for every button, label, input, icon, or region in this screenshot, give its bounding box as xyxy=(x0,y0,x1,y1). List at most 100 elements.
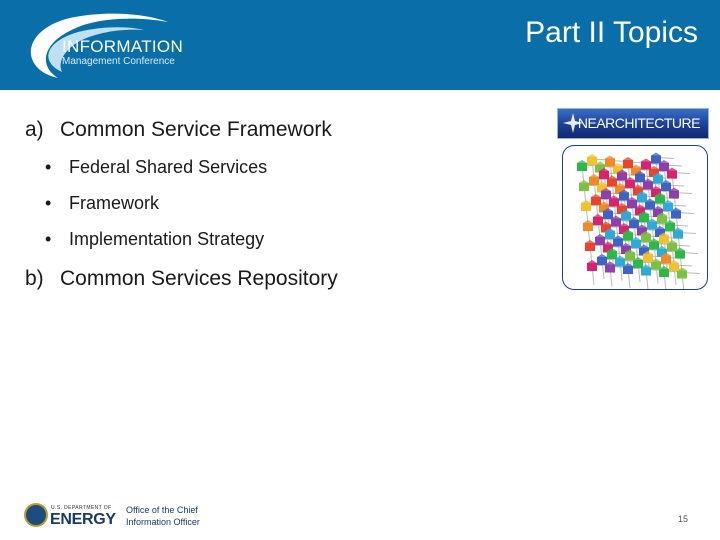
cube-node xyxy=(659,232,669,244)
cube-node xyxy=(675,247,685,259)
bullet-label: Implementation Strategy xyxy=(69,229,265,249)
cube-node xyxy=(583,220,593,231)
cube-node xyxy=(653,206,663,217)
architecture-banner: NEARCHITECTURE xyxy=(557,108,709,139)
cube-node xyxy=(587,154,597,165)
architecture-banner-text: NEARCHITECTURE xyxy=(577,115,701,131)
cube-node xyxy=(645,198,655,210)
cube-node xyxy=(621,243,631,254)
cube-node xyxy=(581,200,591,211)
cube-node xyxy=(607,175,617,187)
cube-node xyxy=(615,183,625,194)
slide-title: Part II Topics xyxy=(525,16,698,49)
logo-main-text: INFORMATION xyxy=(62,37,184,56)
bullet-item: •Implementation Strategy xyxy=(45,229,264,250)
cube-node xyxy=(609,195,619,207)
cube-node xyxy=(623,229,633,241)
cube-node xyxy=(643,178,653,190)
cube-network-image xyxy=(562,145,708,290)
section-a: a) Common Service Framework xyxy=(25,118,332,142)
cube-node xyxy=(639,211,649,222)
cube-node xyxy=(633,257,643,268)
page-number: 15 xyxy=(678,514,689,524)
cube-node xyxy=(651,186,661,197)
cube-node xyxy=(595,234,605,245)
cube-node xyxy=(661,252,671,264)
cube-node xyxy=(603,241,613,253)
cube-node xyxy=(647,218,657,230)
header-bar: INFORMATION Management Conference Part I… xyxy=(0,0,720,90)
cube-node xyxy=(617,203,627,214)
cube-node xyxy=(659,266,669,277)
cube-node xyxy=(587,260,597,271)
cube-node xyxy=(633,184,643,196)
cube-node xyxy=(585,240,595,251)
logo-sub-text: Management Conference xyxy=(62,56,175,67)
conference-logo: INFORMATION Management Conference xyxy=(18,8,198,82)
cube-node xyxy=(625,249,635,261)
cube-node xyxy=(623,263,633,274)
doe-small-text: U.S. DEPARTMENT OF xyxy=(51,505,112,511)
cube-node xyxy=(629,217,639,228)
bullet-item: •Framework xyxy=(45,193,159,214)
cube-node xyxy=(655,226,665,237)
cube-node xyxy=(601,221,611,233)
cio-line-1: Office of the Chief xyxy=(126,505,198,515)
cube-node xyxy=(635,204,645,216)
cube-node xyxy=(605,155,615,167)
cube-node xyxy=(641,158,651,170)
cube-node xyxy=(613,235,623,247)
bullet-item: •Federal Shared Services xyxy=(45,157,267,178)
cube-node xyxy=(677,267,687,279)
cube-node xyxy=(663,200,673,211)
bullet-label: Framework xyxy=(69,193,160,213)
cube-node xyxy=(577,160,587,171)
cube-node xyxy=(603,208,613,219)
cube-node xyxy=(619,189,629,201)
cube-node xyxy=(651,152,661,164)
cube-node xyxy=(619,223,629,234)
cube-node xyxy=(627,197,637,208)
cube-node xyxy=(649,238,659,250)
cube-node xyxy=(579,180,589,191)
section-a-label: Common Service Framework xyxy=(60,118,332,141)
cube-node xyxy=(601,188,611,199)
cube-node xyxy=(649,166,659,177)
cube-node xyxy=(589,174,599,185)
cube-node xyxy=(673,227,683,239)
cube-node xyxy=(655,192,665,204)
cube-node xyxy=(591,194,601,205)
starburst-icon xyxy=(563,113,583,133)
cube-node xyxy=(667,240,677,251)
cube-node xyxy=(637,224,647,236)
cube-node xyxy=(597,181,607,193)
cube-node xyxy=(599,201,609,213)
cube-node xyxy=(657,212,667,224)
cube-node xyxy=(659,160,669,171)
cube-node xyxy=(641,264,651,276)
cube-node xyxy=(643,251,653,262)
cube-node xyxy=(599,168,609,179)
section-a-marker: a) xyxy=(25,118,44,141)
cube-node xyxy=(671,207,681,219)
cube-node xyxy=(637,191,647,202)
cube-node xyxy=(657,246,667,257)
bullet-dot-icon: • xyxy=(45,157,52,177)
cube-node xyxy=(639,244,649,256)
cube-node xyxy=(595,161,605,173)
cube-node xyxy=(613,163,623,174)
cube-network-graphic xyxy=(577,152,701,289)
cube-node xyxy=(621,209,631,221)
cube-node xyxy=(605,228,615,239)
cube-node xyxy=(607,248,617,259)
cube-node xyxy=(597,254,607,265)
cube-node xyxy=(665,220,675,231)
swoosh-icon xyxy=(30,13,168,78)
cube-node xyxy=(667,167,677,179)
doe-big-text: ENERGY xyxy=(50,511,116,528)
section-b-label: Common Services Repository xyxy=(60,267,338,290)
section-b: b)Common Services Repository xyxy=(25,267,338,291)
cube-node xyxy=(641,231,651,242)
cube-node xyxy=(611,215,621,227)
cube-node xyxy=(653,172,663,184)
